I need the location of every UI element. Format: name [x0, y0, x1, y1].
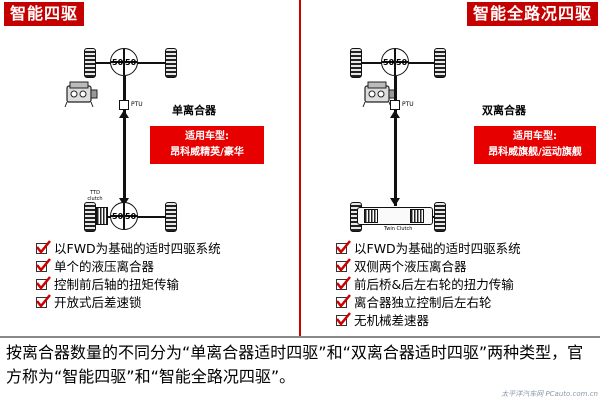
ptu-box [119, 100, 129, 110]
feature-item: 以FWD为基础的适时四驱系统 [334, 240, 521, 258]
feature-item: 离合器独立控制后左右轮 [334, 294, 521, 312]
rear-right-wheel [434, 202, 446, 232]
applicable-models: 昂科威精英/豪华 [170, 147, 244, 158]
front-left-wheel [84, 48, 96, 78]
feature-item: 前后桥&后左右轮的扭力传输 [334, 276, 521, 294]
feature-item: 开放式后差速锁 [34, 294, 221, 312]
diff-value-left: 50 [112, 212, 124, 221]
diff-value-right: 50 [396, 58, 408, 67]
feature-list: 以FWD为基础的适时四驱系统 单个的液压离合器 控制前后轴的扭矩传输 开放式后差… [34, 240, 221, 312]
checkbox-icon [336, 294, 351, 308]
checkbox-icon [36, 294, 51, 308]
ptu-label: PTU [402, 101, 414, 108]
checkbox-icon [336, 276, 351, 290]
front-differential: 50 50 [110, 48, 138, 76]
clutch-type-label: 单离合器 [172, 104, 216, 117]
applicable-models-badge: 适用车型: 昂科威精英/豪华 [150, 126, 264, 164]
front-right-wheel [165, 48, 177, 78]
checkbox-icon [336, 258, 351, 272]
checkbox-icon [36, 276, 51, 290]
front-left-wheel [350, 48, 362, 78]
drive-shaft [123, 76, 126, 206]
ptu-box [390, 100, 400, 110]
checkbox-icon [336, 312, 351, 326]
feature-item: 控制前后轴的扭矩传输 [34, 276, 221, 294]
twin-clutch-label: Twin Clutch [384, 226, 413, 232]
smart-4wd-panel: 智能四驱 50 50 PTU [0, 0, 296, 336]
clutch-pack-right [410, 209, 424, 223]
panel-title: 智能四驱 [4, 2, 85, 26]
rear-left-wheel [84, 202, 96, 232]
feature-item: 双侧两个液压离合器 [334, 258, 521, 276]
front-right-wheel [434, 48, 446, 78]
diff-value-left: 50 [383, 58, 395, 67]
applicable-models: 昂科威旗舰/运动旗舰 [488, 147, 582, 158]
checkbox-icon [36, 240, 51, 254]
twin-clutch-unit [357, 207, 433, 225]
engine-icon [64, 80, 98, 112]
diff-value-left: 50 [112, 58, 124, 67]
watermark: 太平洋汽车网 PCauto.com.cn [501, 390, 598, 398]
ttd-clutch [96, 207, 108, 225]
shaft-arrows [390, 110, 400, 206]
shaft-arrows [119, 110, 129, 206]
caption-separator [0, 336, 600, 338]
smart-all-terrain-4wd-panel: 智能全路况四驱 50 50 PTU [304, 0, 600, 336]
applicable-models-badge: 适用车型: 昂科威旗舰/运动旗舰 [474, 126, 596, 164]
feature-item: 单个的液压离合器 [34, 258, 221, 276]
diff-value-right: 50 [125, 212, 137, 221]
rear-differential: 50 50 [110, 202, 138, 230]
ttd-clutch-label: TTD clutch [87, 190, 103, 202]
clutch-pack-left [364, 209, 378, 223]
checkbox-icon [336, 240, 351, 254]
diff-value-right: 50 [125, 58, 137, 67]
feature-item: 以FWD为基础的适时四驱系统 [34, 240, 221, 258]
applicable-title: 适用车型: [513, 131, 557, 142]
caption-text: 按离合器数量的不同分为“单离合器适时四驱”和“双离合器适时四驱”两种类型，官方称… [6, 343, 584, 386]
front-differential: 50 50 [381, 48, 409, 76]
ptu-label: PTU [131, 101, 143, 108]
checkbox-icon [36, 258, 51, 272]
feature-list: 以FWD为基础的适时四驱系统 双侧两个液压离合器 前后桥&后左右轮的扭力传输 离… [334, 240, 521, 330]
drive-shaft [394, 76, 397, 206]
feature-item: 无机械差速器 [334, 312, 521, 330]
clutch-type-label: 双离合器 [482, 104, 526, 117]
applicable-title: 适用车型: [185, 131, 229, 142]
panel-divider [299, 0, 301, 338]
rear-right-wheel [165, 202, 177, 232]
engine-icon [362, 80, 396, 112]
panel-title: 智能全路况四驱 [466, 2, 598, 26]
